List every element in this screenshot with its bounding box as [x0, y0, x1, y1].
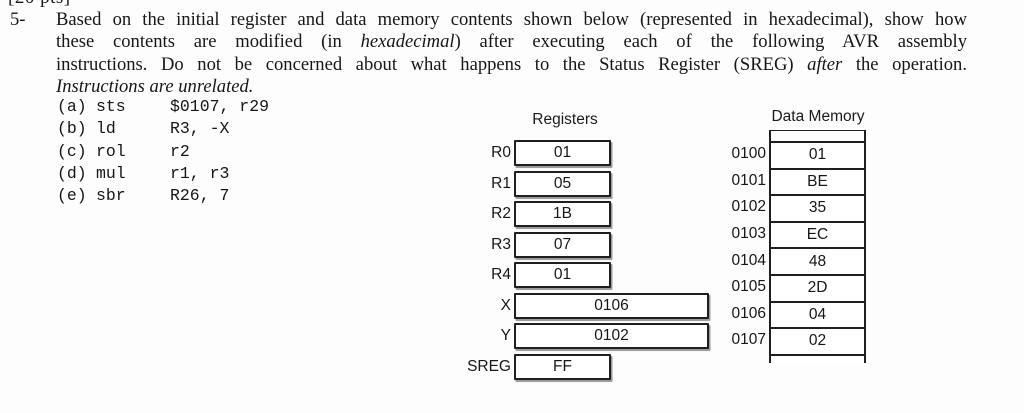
instruction-c: (c) rol r2 — [57, 141, 269, 163]
instruction-b-operands: R3, -X — [170, 119, 230, 139]
instruction-c-operands: r2 — [170, 141, 190, 161]
instruction-b-mnemonic: ld — [96, 119, 116, 139]
register-row-r2: R2 1B — [440, 201, 709, 227]
instruction-a-operands: $0107, r29 — [170, 97, 270, 116]
register-sreg-value: FF — [514, 353, 611, 380]
memory-addr-0100: 0100 — [731, 145, 766, 163]
instruction-e-mnemonic: sbr — [96, 186, 126, 206]
memory-row-0100: 0100 01 — [702, 141, 866, 168]
register-x-label: X — [500, 296, 511, 314]
register-r4-label: R4 — [491, 266, 511, 283]
data-memory-ext-spacer — [702, 354, 769, 363]
instruction-e: (e) sbr R26, 7 — [57, 185, 269, 207]
instruction-e-operands: R26, 7 — [170, 186, 230, 206]
question-line-2: these contents are modified (in hexadeci… — [56, 31, 967, 53]
register-r2-label: R2 — [491, 205, 511, 222]
memory-row-0105: 0105 2D — [702, 273, 866, 301]
instruction-c-mnemonic: rol — [96, 141, 126, 161]
instruction-d-mnemonic: mul — [96, 163, 126, 183]
memory-row-0102: 0102 35 — [702, 194, 866, 221]
register-r1-value: 05 — [514, 170, 611, 197]
memory-value-0102: 35 — [769, 194, 866, 221]
data-memory-top-extension — [702, 130, 866, 141]
instruction-d-label: (d) — [57, 163, 87, 183]
memory-row-0107: 0107 02 — [702, 327, 866, 354]
memory-value-0104: 48 — [769, 247, 866, 274]
register-row-x: X 0106 — [440, 292, 709, 319]
points-note-clipped: [20 pts] — [8, 0, 71, 9]
instruction-d: (d) mul r1, r3 — [57, 163, 269, 185]
register-row-r1: R1 05 — [440, 170, 709, 197]
register-r3-value: 07 — [514, 231, 611, 258]
question-line-3: instructions. Do not be concerned about … — [56, 54, 967, 76]
instruction-b: (b) ld R3, -X — [57, 118, 269, 140]
registers-table: R0 01 R1 05 R2 1B R3 07 R4 01 X 0106 Y 0… — [440, 140, 709, 384]
memory-row-0103: 0103 EC — [702, 220, 866, 248]
memory-addr-0105: 0105 — [731, 278, 766, 296]
instruction-d-operands: r1, r3 — [170, 163, 230, 183]
register-row-r0: R0 01 — [440, 140, 709, 166]
register-row-r3: R3 07 — [440, 231, 709, 258]
register-row-sreg: SREG FF — [440, 353, 709, 380]
instruction-b-label: (b) — [57, 119, 87, 139]
instruction-list: (a) sts $0107, r29 (b) ld R3, -X (c) rol… — [57, 96, 269, 207]
memory-value-0107: 02 — [769, 327, 866, 354]
question-line-2-text: these contents are modified (in — [56, 31, 361, 53]
register-r0-value: 01 — [514, 140, 611, 166]
question-line-3-italic: after — [807, 53, 843, 75]
memory-addr-0104: 0104 — [731, 251, 766, 269]
register-y-value: 0102 — [514, 323, 709, 349]
memory-value-0101: BE — [769, 167, 866, 195]
register-r1-label: R1 — [491, 174, 511, 192]
question-line-1: Based on the initial register and data m… — [56, 9, 967, 31]
data-memory-ext-top — [769, 130, 866, 141]
memory-addr-0107: 0107 — [731, 331, 766, 349]
memory-value-0103: EC — [769, 220, 866, 248]
data-memory-table: 0100 01 0101 BE 0102 35 0103 EC 0104 48 … — [702, 130, 866, 363]
question-number: 5- — [10, 9, 26, 30]
data-memory-ext-spacer — [702, 130, 769, 141]
question-line-2-text-cont: ) after executing each of the following … — [454, 31, 967, 53]
instruction-c-label: (c) — [57, 141, 87, 161]
memory-addr-0102: 0102 — [731, 198, 766, 216]
question-line-2-italic: hexadecimal — [360, 31, 455, 53]
question-line-4: Instructions are unrelated. — [56, 76, 967, 98]
memory-value-0106: 04 — [769, 300, 866, 328]
memory-row-0101: 0101 BE — [702, 167, 866, 195]
memory-addr-0106: 0106 — [731, 304, 766, 322]
question-line-1-text: Based on the initial register and data m… — [56, 9, 967, 30]
memory-addr-0101: 0101 — [731, 171, 766, 189]
registers-title: Registers — [532, 111, 598, 128]
instruction-a: (a) sts $0107, r29 — [57, 96, 269, 118]
register-r0-label: R0 — [491, 144, 511, 161]
question-line-3-text: instructions. Do not be concerned about … — [56, 53, 808, 75]
question-text: Based on the initial register and data m… — [56, 9, 967, 99]
instruction-e-label: (e) — [57, 186, 87, 206]
register-y-label: Y — [500, 327, 511, 344]
register-sreg-label: SREG — [467, 357, 511, 375]
memory-addr-0103: 0103 — [731, 225, 766, 243]
register-row-y: Y 0102 — [440, 323, 709, 349]
memory-value-0105: 2D — [769, 273, 866, 301]
register-r2-value: 1B — [514, 201, 611, 227]
data-memory-title: Data Memory — [771, 108, 865, 125]
memory-row-0104: 0104 48 — [702, 247, 866, 274]
register-x-value: 0106 — [514, 292, 709, 319]
memory-value-0100: 01 — [769, 141, 866, 168]
register-row-r4: R4 01 — [440, 262, 709, 288]
instruction-a-label: (a) — [57, 97, 87, 116]
register-r4-value: 01 — [514, 262, 611, 288]
data-memory-ext-bottom — [769, 353, 866, 363]
question-line-3-text-cont: the operation. — [842, 53, 967, 75]
data-memory-bottom-extension — [702, 353, 866, 363]
memory-row-0106: 0106 04 — [702, 300, 866, 328]
question-line-4-italic: Instructions are unrelated. — [56, 76, 254, 98]
instruction-a-mnemonic: sts — [96, 97, 126, 116]
register-r3-label: R3 — [491, 235, 511, 253]
question-block: 5- Based on the initial register and dat… — [10, 9, 968, 99]
